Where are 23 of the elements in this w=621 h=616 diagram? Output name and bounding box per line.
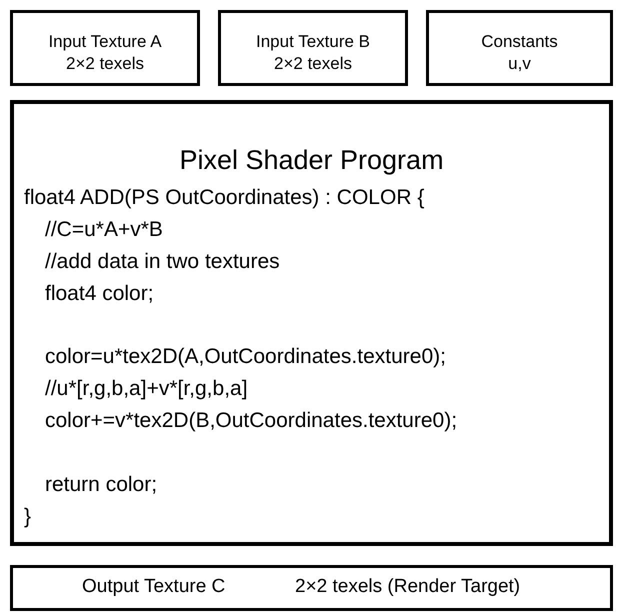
node-subtitle: 2×2 texels bbox=[274, 55, 352, 74]
texture-box bbox=[10, 10, 200, 86]
texture-box bbox=[426, 10, 613, 86]
code-line: //C=u*A+v*B bbox=[45, 218, 163, 242]
node-subtitle: 2×2 texels bbox=[66, 55, 144, 74]
node-title: Output Texture C bbox=[82, 577, 226, 598]
node-title: Constants bbox=[481, 33, 558, 52]
code-line: return color; bbox=[45, 473, 158, 496]
code-line: float4 color; bbox=[45, 282, 154, 306]
code-line: float4 ADD(PS OutCoordinates) : COLOR { bbox=[24, 186, 424, 210]
texture-box bbox=[218, 10, 408, 86]
node-title: Input Texture A bbox=[48, 33, 162, 52]
code-line: color+=v*tex2D(B,OutCoordinates.texture0); bbox=[45, 409, 458, 432]
node-title: Pixel Shader Program bbox=[179, 146, 444, 176]
node-title: Input Texture B bbox=[256, 33, 370, 52]
program-box bbox=[10, 100, 613, 546]
code-line: } bbox=[24, 505, 32, 528]
code-line: //u*[r,g,b,a]+v*[r,g,b,a] bbox=[45, 377, 248, 400]
node-subtitle: u,v bbox=[508, 55, 531, 74]
node-subtitle: 2×2 texels (Render Target) bbox=[295, 577, 520, 598]
code-line: color=u*tex2D(A,OutCoordinates.texture0); bbox=[45, 345, 446, 368]
code-line: //add data in two textures bbox=[45, 250, 280, 274]
texture-box bbox=[10, 565, 613, 611]
